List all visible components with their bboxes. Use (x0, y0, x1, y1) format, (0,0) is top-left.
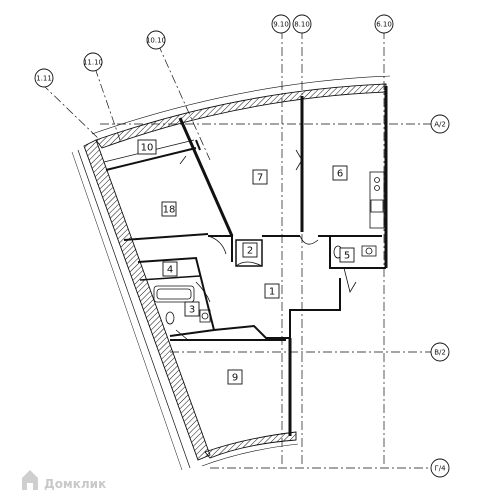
room-2-label: 2 (247, 246, 253, 257)
room-18-tag: 18 (161, 201, 177, 217)
room-9-label: 9 (232, 373, 238, 384)
room-7-tag: 7 (252, 169, 268, 185)
axis-bubble-g-4: Г/4 (430, 458, 450, 478)
room-1-tag: 1 (264, 283, 280, 299)
interior-walls (103, 86, 388, 436)
watermark: Домклик (22, 470, 106, 491)
room-labels: 10 18 7 6 2 4 5 1 (137, 139, 355, 385)
room-2-tag: 2 (242, 242, 258, 258)
door-swings (175, 149, 357, 341)
axis-label-1-11: 1.11 (36, 75, 52, 83)
axis-bubble-9-10: 9.10 (271, 14, 291, 34)
room-18-label: 18 (163, 205, 176, 216)
room-1-label: 1 (269, 287, 275, 298)
axis-bubble-10-10: 10.10 (146, 30, 166, 50)
room-9-tag: 9 (227, 369, 243, 385)
axis-bubble-1-11: 1.11 (34, 68, 54, 88)
watermark-label: Домклик (44, 477, 106, 491)
axis-bubble-6-10: 6.10 (374, 14, 394, 34)
room-3-tag: 3 (184, 301, 200, 317)
axis-label-g-4: Г/4 (434, 465, 446, 473)
axis-bubble-11-10: 11.10 (83, 52, 103, 72)
axis-label-9-10: 9.10 (273, 21, 289, 29)
axis-bubble-b-2: B/2 (430, 342, 450, 362)
house-logo-icon (22, 470, 38, 490)
room-6-tag: 6 (332, 165, 348, 181)
axis-label-a-2: A/2 (434, 121, 446, 129)
room-6-label: 6 (337, 169, 343, 180)
axis-bubble-8-10: 8.10 (292, 14, 312, 34)
room-5-label: 5 (344, 251, 350, 262)
room-4-tag: 4 (162, 261, 178, 277)
axis-bubbles: 1.11 11.10 10.10 9.10 8.10 6.10 A/2 B/2 (34, 14, 450, 478)
axis-bubble-a-2: A/2 (430, 114, 450, 134)
axis-label-b-2: B/2 (434, 349, 446, 357)
axis-label-8-10: 8.10 (294, 21, 310, 29)
room-4-label: 4 (167, 265, 173, 276)
fixtures (153, 155, 385, 325)
room-10-label: 10 (141, 143, 154, 154)
exterior-wall (71, 75, 391, 471)
room-10-tag: 10 (137, 139, 157, 155)
room-7-label: 7 (257, 173, 263, 184)
axis-label-11-10: 11.10 (83, 59, 103, 67)
axis-lines (41, 30, 432, 469)
axis-label-6-10: 6.10 (376, 21, 392, 29)
axis-label-10-10: 10.10 (146, 37, 166, 45)
room-3-label: 3 (189, 305, 195, 316)
room-5-tag: 5 (339, 247, 355, 263)
